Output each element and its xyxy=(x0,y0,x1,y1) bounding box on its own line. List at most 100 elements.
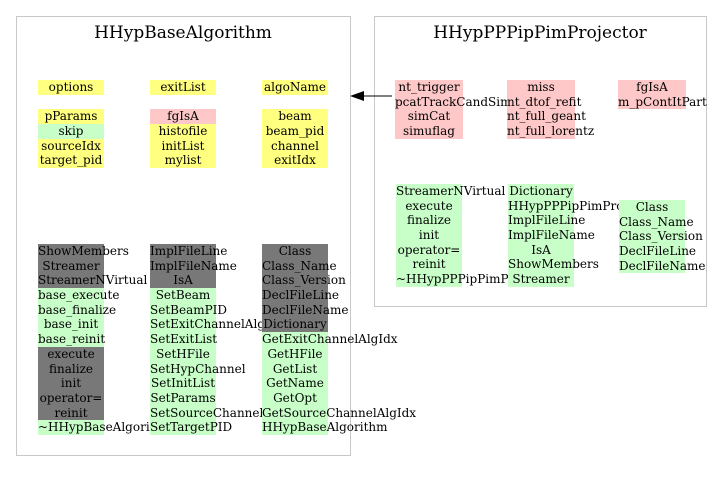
data-member-item: sourceIdx xyxy=(38,138,104,154)
data-member-item: exitIdx xyxy=(262,153,328,169)
method-item: GetOpt xyxy=(262,390,328,406)
method-item: ImplFileLine xyxy=(150,244,228,259)
method-item: execute xyxy=(38,346,104,362)
data-member-item: simCat xyxy=(395,109,463,125)
data-member-item: beam xyxy=(262,109,328,125)
data-member-item: fgIsA xyxy=(618,80,686,95)
method-item: base_reinit xyxy=(38,332,106,347)
data-member-item: skip xyxy=(38,124,104,139)
method-item: GetExitChannelAlgIdx xyxy=(262,332,398,347)
data-member-item: histofile xyxy=(150,124,216,139)
method-item: SetHFile xyxy=(150,346,216,362)
data-member-item xyxy=(38,95,104,110)
method-item: Class xyxy=(262,244,328,259)
method-item: DeclFileName xyxy=(619,258,706,274)
data-member-item: initList xyxy=(150,138,216,154)
method-item: DeclFileLine xyxy=(619,244,697,259)
data-member-item xyxy=(262,95,328,110)
method-item: Dictionary xyxy=(508,184,574,199)
data-member-item: miss xyxy=(507,80,575,95)
data-member-item: target_pid xyxy=(38,153,104,169)
method-item: finalize xyxy=(38,361,104,377)
method-item: StreamerNVirtual xyxy=(38,273,148,289)
method-item: execute xyxy=(396,198,462,214)
data-member-item: channel xyxy=(262,138,328,154)
method-item: SetSourceChannelAlgIdx xyxy=(150,405,303,421)
method-item: init xyxy=(396,228,462,243)
data-member-item: nt_full_lorentz xyxy=(507,124,595,139)
method-item: GetSourceChannelAlgIdx xyxy=(262,405,417,421)
method-item: SetParams xyxy=(150,390,216,406)
data-member-item: nt_dtof_refit xyxy=(507,94,582,110)
method-item: SetExitChannelAlgIdx xyxy=(150,317,285,333)
data-member-item: nt_full_geant xyxy=(507,109,586,125)
method-item: SetInitList xyxy=(150,376,216,391)
method-item: GetHFile xyxy=(262,346,328,362)
method-item: GetName xyxy=(262,376,328,391)
method-item: Class xyxy=(619,200,685,215)
data-member-item: pParams xyxy=(38,109,104,125)
method-item: HHypBaseAlgorithm xyxy=(262,420,388,435)
data-member-item: nt_trigger xyxy=(395,80,463,95)
method-item: operator= xyxy=(396,242,462,258)
method-item: StreamerNVirtual xyxy=(396,184,506,199)
method-item: ImplFileName xyxy=(508,228,595,243)
data-member-item: m_pContItPart xyxy=(618,94,707,110)
data-member-item: pcatTrackCandSim xyxy=(395,94,512,110)
method-item: finalize xyxy=(396,213,462,229)
method-item: operator= xyxy=(38,390,104,406)
method-item: Class_Name xyxy=(262,258,337,274)
method-item: Class_Version xyxy=(619,229,703,245)
method-item: ~HHypPPPipPimProjector xyxy=(396,272,557,287)
data-member-item: simuflag xyxy=(395,124,463,139)
method-item: SetHypChannel xyxy=(150,361,246,377)
method-item: Dictionary xyxy=(262,317,328,333)
data-member-item: exitList xyxy=(150,80,216,95)
method-item: Class_Name xyxy=(619,214,694,230)
method-item: Class_Version xyxy=(262,273,346,289)
method-item: ImplFileName xyxy=(150,258,237,274)
method-item: DeclFileLine xyxy=(262,288,340,303)
method-item: SetExitList xyxy=(150,332,218,347)
data-member-item: algoName xyxy=(262,80,328,95)
data-member-item xyxy=(150,95,216,110)
data-member-item: mylist xyxy=(150,153,216,169)
method-item: base_execute xyxy=(38,288,120,303)
method-item: ImplFileLine xyxy=(508,213,586,229)
method-item: reinit xyxy=(396,257,462,273)
method-item: SetBeamPID xyxy=(150,302,228,318)
method-item: Streamer xyxy=(508,272,574,287)
method-item: DeclFileName xyxy=(262,302,349,318)
class-title-hhypbasealgorithm: HHypBaseAlgorithm xyxy=(94,23,272,43)
method-item: ShowMembers xyxy=(508,257,599,273)
data-member-item: fgIsA xyxy=(150,109,216,125)
method-item: IsA xyxy=(150,273,216,289)
method-item: base_init xyxy=(38,317,104,333)
method-item: GetList xyxy=(262,361,328,377)
method-item: IsA xyxy=(508,242,574,258)
method-item: base_finalize xyxy=(38,302,117,318)
class-title-hhypppppippimprojector: HHypPPPipPimProjector xyxy=(433,23,647,43)
method-item: reinit xyxy=(38,405,104,421)
method-item: ShowMembers xyxy=(38,244,129,259)
data-member-item: beam_pid xyxy=(262,124,328,139)
method-item: Streamer xyxy=(38,258,104,274)
method-item: SetBeam xyxy=(150,288,216,303)
method-item: init xyxy=(38,376,104,391)
method-item: SetTargetPID xyxy=(150,420,233,435)
method-item: HHypPPPipPimProjector xyxy=(508,198,659,214)
method-item: ~HHypBaseAlgorithm xyxy=(38,420,174,435)
